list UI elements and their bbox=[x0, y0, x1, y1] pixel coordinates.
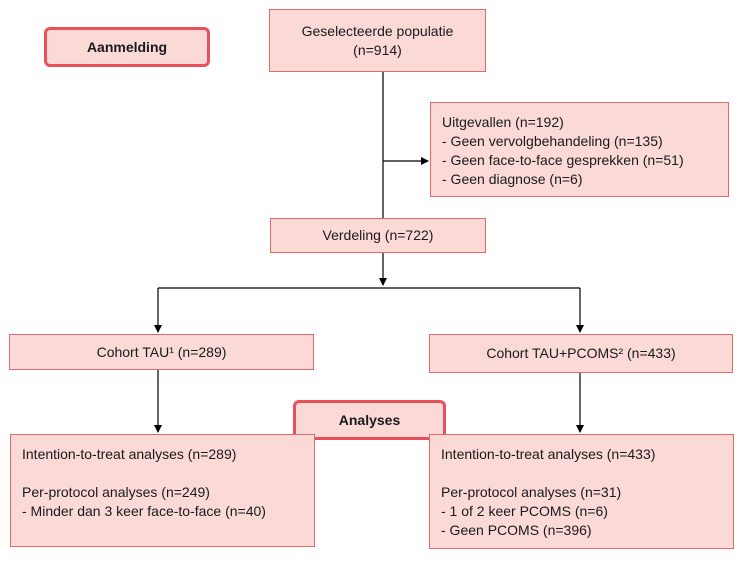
population-label: Geselecteerde populatie bbox=[301, 22, 454, 39]
tag-aanmelding-label: Aanmelding bbox=[86, 39, 168, 55]
dropout-title: Uitgevallen (n=192) bbox=[442, 114, 564, 130]
dropout-item: - Geen vervolgbehandeling (n=135) bbox=[442, 133, 663, 149]
dropout-item: - Geen diagnose (n=6) bbox=[442, 171, 583, 187]
box-cohort-tau: Cohort TAU¹ (n=289) bbox=[9, 334, 314, 370]
analyses-tau-item: - Minder dan 3 keer face-to-face (n=40) bbox=[22, 503, 266, 519]
box-analyses-pcoms: Intention-to-treat analyses (n=433) Per-… bbox=[429, 434, 734, 549]
distribution-label: Verdeling (n=722) bbox=[322, 227, 434, 243]
cohort-pcoms-label: Cohort TAU+PCOMS² (n=433) bbox=[486, 345, 676, 361]
box-dropout: Uitgevallen (n=192) - Geen vervolgbehand… bbox=[430, 102, 729, 197]
box-analyses-tau: Intention-to-treat analyses (n=289) Per-… bbox=[10, 434, 315, 547]
box-cohort-pcoms: Cohort TAU+PCOMS² (n=433) bbox=[429, 334, 733, 373]
analyses-pcoms-itt: Intention-to-treat analyses (n=433) bbox=[441, 446, 656, 462]
box-distribution: Verdeling (n=722) bbox=[270, 218, 486, 253]
dropout-item: - Geen face-to-face gesprekken (n=51) bbox=[442, 152, 684, 168]
tag-analyses-label: Analyses bbox=[338, 412, 401, 428]
tag-aanmelding: Aanmelding bbox=[44, 27, 210, 67]
population-count: (n=914) bbox=[353, 41, 402, 58]
cohort-tau-label: Cohort TAU¹ (n=289) bbox=[96, 343, 227, 360]
tag-analyses: Analyses bbox=[293, 400, 446, 440]
analyses-pcoms-item: - Geen PCOMS (n=396) bbox=[441, 522, 592, 538]
analyses-tau-itt: Intention-to-treat analyses (n=289) bbox=[22, 446, 237, 462]
analyses-pcoms-pp: Per-protocol analyses (n=31) bbox=[441, 484, 622, 500]
analyses-tau-pp: Per-protocol analyses (n=249) bbox=[22, 484, 210, 500]
box-population: Geselecteerde populatie (n=914) bbox=[269, 9, 486, 72]
analyses-pcoms-item: - 1 of 2 keer PCOMS (n=6) bbox=[441, 503, 608, 519]
